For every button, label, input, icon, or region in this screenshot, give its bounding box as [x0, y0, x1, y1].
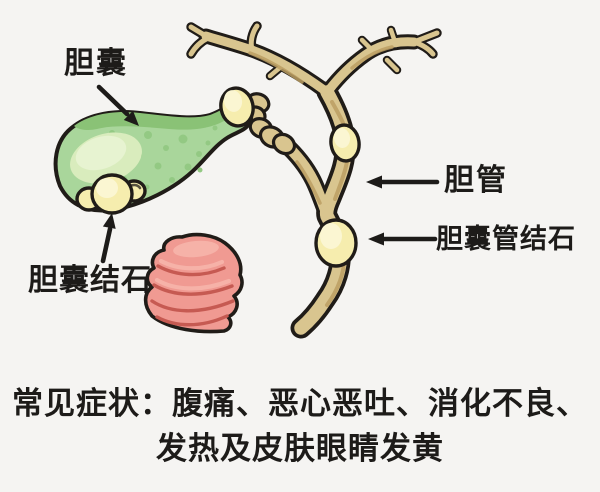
- bile-duct-gallstone: [314, 218, 358, 268]
- duodenum-highlight: [173, 240, 219, 258]
- gallbladder-stone-arrow: [100, 213, 116, 264]
- symptoms-caption-line2: 发热及皮肤眼睛发黄: [156, 431, 444, 466]
- gallbladder-stone-label: 胆囊结石: [28, 264, 152, 297]
- duct-gallstone: [329, 123, 361, 163]
- gallbladder-highlight-core: [75, 135, 127, 171]
- symptoms-caption-line1: 常见症状：腹痛、恶心恶吐、消化不良、: [12, 386, 588, 421]
- duodenum-folds: [150, 258, 235, 327]
- cystic-duct-stone-label: 胆囊管结石: [436, 224, 576, 254]
- gallbladder-arrow: [96, 84, 139, 126]
- cystic-duct-stone-arrow: [368, 232, 438, 246]
- symptoms-caption: 常见症状：腹痛、恶心恶吐、消化不良、 发热及皮肤眼睛发黄: [0, 381, 600, 471]
- gallbladder-shading: [74, 104, 247, 130]
- gallbladder-label: 胆囊: [64, 47, 128, 80]
- annotation-arrows: [96, 84, 440, 264]
- duodenum-illustration: [143, 232, 244, 334]
- bile-duct-arrow: [366, 175, 440, 189]
- bile-duct-label: 胆管: [444, 164, 508, 197]
- gallstones: [75, 86, 361, 268]
- neck-gallstone: [219, 86, 255, 128]
- gallbladder-spots: [109, 125, 218, 190]
